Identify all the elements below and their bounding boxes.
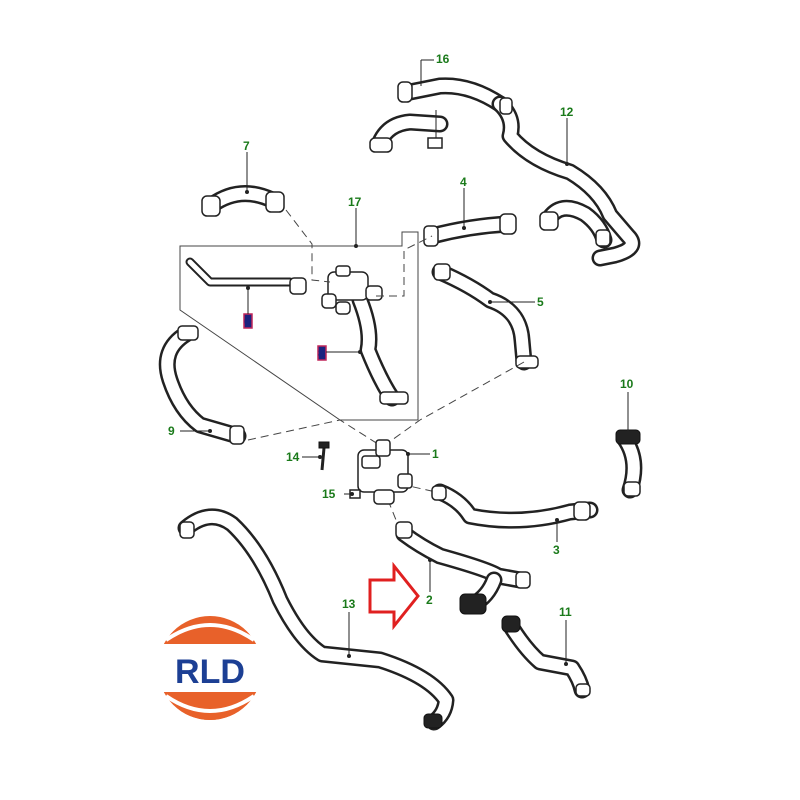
hose-3	[431, 483, 599, 529]
callout-17: 17	[348, 195, 362, 209]
callout-9: 9	[168, 424, 175, 438]
hose-2	[395, 521, 531, 615]
hose-11	[501, 615, 591, 699]
hose-4	[423, 213, 517, 247]
hose-16	[369, 60, 509, 153]
callout-8: 8	[318, 348, 324, 360]
callout-14: 14	[286, 450, 300, 464]
rld-logo-text: RLD	[175, 653, 245, 691]
housing-1	[357, 439, 413, 505]
callout-7: 7	[243, 139, 250, 153]
hose-12	[491, 95, 641, 267]
hose-9	[158, 325, 247, 445]
rld-logo: RLD	[154, 616, 266, 720]
callout-labels: 16 12 7 4 17 5 6 8 10 9 1 14 15 3 2 13 1…	[168, 52, 634, 619]
hose-7	[201, 185, 285, 217]
bolt-14	[318, 441, 330, 471]
callout-12: 12	[560, 105, 574, 119]
callout-3: 3	[553, 543, 560, 557]
callout-13: 13	[342, 597, 356, 611]
leader-lines	[180, 59, 630, 666]
callout-10: 10	[620, 377, 634, 391]
callout-15: 15	[322, 487, 336, 501]
callout-5: 5	[537, 295, 544, 309]
callout-2: 2	[426, 593, 433, 607]
red-arrow	[368, 561, 420, 631]
assembly-17-frame	[179, 231, 419, 421]
hose-5	[431, 263, 539, 371]
callout-11: 11	[559, 605, 572, 619]
callout-1: 1	[432, 447, 439, 461]
callout-4: 4	[460, 175, 467, 189]
callout-6: 6	[244, 316, 250, 328]
hose-10	[615, 429, 643, 499]
hose-13	[177, 508, 455, 731]
callout-16: 16	[436, 52, 450, 66]
